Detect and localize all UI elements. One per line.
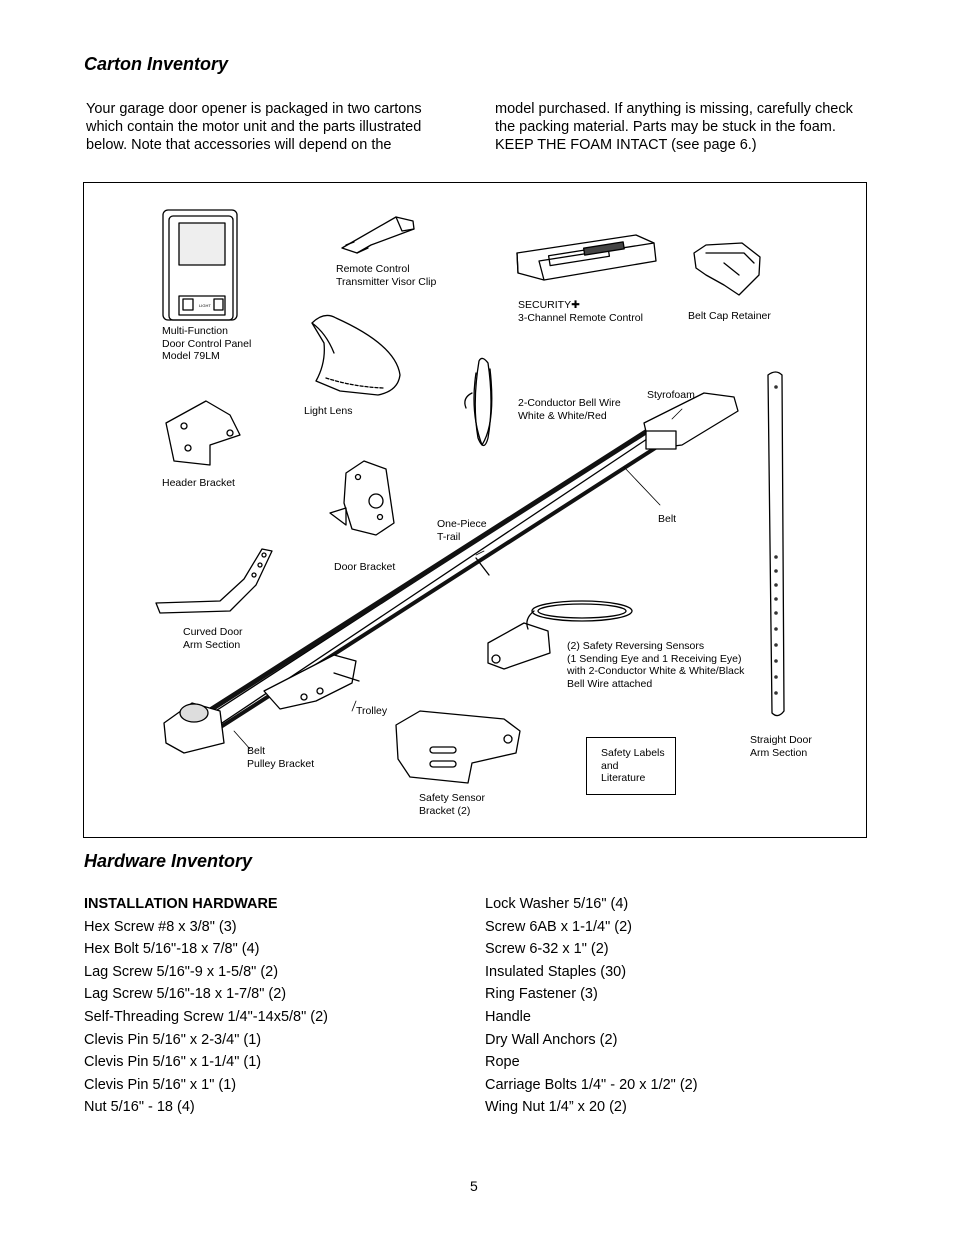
hardware-item: Screw 6AB x 1-1/4" (2): [485, 918, 632, 935]
bell-wire-drawing: [464, 357, 493, 447]
leader-lines: [233, 408, 683, 750]
hardware-item: Rope: [485, 1054, 520, 1071]
label-belt-cap: Belt Cap Retainer: [688, 310, 771, 322]
label-one-piece-rail: One-Piece T-rail: [437, 518, 487, 543]
rail-drawing: [163, 392, 739, 754]
label-sensor-bracket: Safety Sensor Bracket (2): [419, 792, 485, 817]
label-remote: SECURITY✚ 3-Channel Remote Control: [518, 299, 643, 324]
hardware-item: Clevis Pin 5/16" x 1-1/4" (1): [84, 1054, 262, 1071]
hardware-item: Handle: [485, 1008, 531, 1025]
hardware-item: Hex Bolt 5/16"-18 x 7/8" (4): [84, 941, 260, 958]
hardware-item: Nut 5/16" - 18 (4): [84, 1099, 195, 1116]
straight-arm-drawing: [767, 371, 785, 717]
hardware-item: Clevis Pin 5/16" x 2-3/4" (1): [84, 1031, 262, 1048]
label-straight-arm: Straight Door Arm Section: [750, 734, 812, 759]
header-bracket-drawing: [165, 400, 241, 466]
door-bracket-drawing: [329, 460, 395, 536]
label-sensors: (2) Safety Reversing Sensors (1 Sending …: [567, 640, 745, 690]
label-visor-clip: Remote Control Transmitter Visor Clip: [336, 263, 437, 288]
straight-arm-holes: [774, 385, 778, 695]
intro-text-right: model purchased. If anything is missing,…: [495, 101, 853, 153]
label-header-bracket: Header Bracket: [162, 477, 235, 489]
hardware-item: Lock Washer 5/16" (4): [485, 896, 629, 912]
hardware-item: Lag Screw 5/16"-9 x 1-5/8" (2): [84, 963, 279, 980]
hardware-inventory-heading: Hardware Inventory: [84, 851, 253, 871]
visor-clip-drawing: [341, 216, 415, 254]
hardware-item: Self-Threading Screw 1/4"-14x5/8" (2): [84, 1008, 329, 1025]
label-light-lens: Light Lens: [304, 405, 353, 417]
safety-labels-box: Safety Labels and Literature: [586, 737, 676, 795]
sensor-bracket-drawing: [395, 710, 521, 784]
label-curved-arm: Curved Door Arm Section: [183, 626, 243, 651]
hardware-item: Clevis Pin 5/16" x 1" (1): [84, 1076, 237, 1093]
label-trolley: Trolley: [356, 705, 388, 717]
hardware-item: Wing Nut 1/4” x 20 (2): [485, 1099, 627, 1116]
parts-illustration: LIGHT: [83, 182, 867, 838]
hardware-item: Lag Screw 5/16"-18 x 1-7/8" (2): [84, 986, 287, 1003]
hardware-item: Insulated Staples (30): [485, 963, 627, 980]
light-lens-drawing: [311, 314, 401, 396]
label-belt: Belt: [658, 513, 677, 525]
belt-cap-drawing: [693, 242, 761, 296]
carton-inventory-heading: Carton Inventory: [84, 54, 229, 74]
hardware-item: Dry Wall Anchors (2): [485, 1031, 618, 1048]
curved-arm-drawing: [155, 548, 273, 614]
hardware-item: Carriage Bolts 1/4" - 20 x 1/2" (2): [485, 1076, 698, 1093]
label-bell-wire: 2-Conductor Bell Wire White & White/Red: [518, 397, 621, 422]
sensors-drawing: [487, 600, 633, 670]
hardware-item: Hex Screw #8 x 3/8" (3): [84, 918, 237, 935]
hardware-column-2: Lock Washer 5/16" (4) Screw 6AB x 1-1/4"…: [485, 893, 698, 1119]
hardware-item: Ring Fastener (3): [485, 986, 598, 1003]
panel-light-text: LIGHT: [199, 303, 211, 308]
label-belt-pulley: Belt Pulley Bracket: [247, 745, 315, 770]
installation-hardware-heading: INSTALLATION HARDWARE: [84, 896, 278, 912]
page-number: 5: [470, 1178, 478, 1194]
label-door-bracket: Door Bracket: [334, 561, 396, 573]
parts-drawing: LIGHT: [155, 209, 785, 784]
label-safety-labels: Safety Labels and Literature: [601, 747, 665, 784]
control-panel-drawing: LIGHT: [162, 209, 238, 321]
hardware-item: Screw 6-32 x 1" (2): [485, 941, 609, 958]
label-control-panel: Multi-Function Door Control Panel Model …: [162, 325, 252, 362]
label-styrofoam: Styrofoam: [647, 389, 695, 401]
hardware-column-1: INSTALLATION HARDWARE Hex Screw #8 x 3/8…: [84, 893, 328, 1119]
remote-drawing: [516, 234, 657, 281]
intro-text-left: Your garage door opener is packaged in t…: [86, 101, 422, 153]
